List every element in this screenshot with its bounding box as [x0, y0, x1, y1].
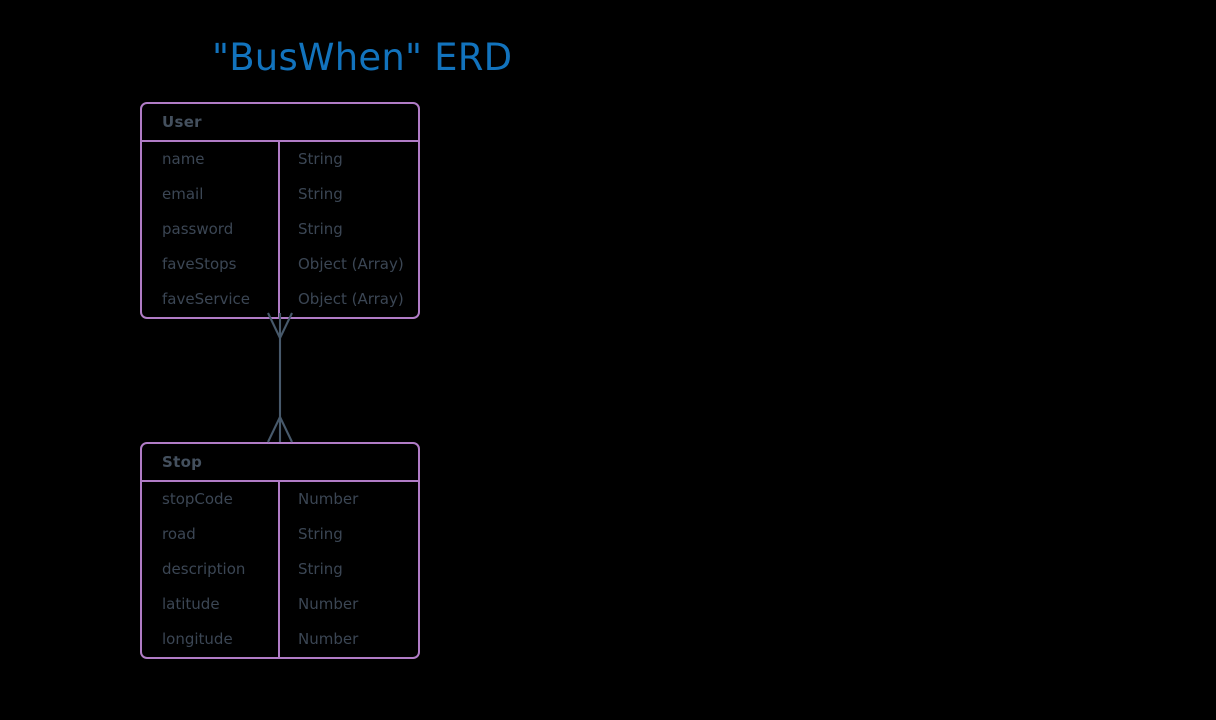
- attribute-row: stopCode Number: [142, 482, 418, 517]
- entity-stop-attributes: stopCode Number road String description …: [142, 482, 418, 657]
- attribute-type: Number: [298, 595, 359, 613]
- attribute-row: longitude Number: [142, 622, 418, 657]
- attribute-type: Number: [298, 630, 359, 648]
- attribute-row: faveStops Object (Array): [142, 247, 418, 282]
- entity-stop-name: Stop: [162, 453, 203, 471]
- diagram-title: "BusWhen" ERD: [212, 36, 513, 79]
- entity-user-header: User: [142, 104, 418, 142]
- entity-user-name: User: [162, 113, 202, 131]
- entity-user[interactable]: User name String email String password S…: [140, 102, 420, 319]
- attribute-type: String: [298, 185, 343, 203]
- attribute-type: Number: [298, 490, 359, 508]
- attribute-name: email: [142, 177, 280, 212]
- attribute-row: latitude Number: [142, 587, 418, 622]
- attribute-name: faveService: [142, 282, 280, 317]
- entity-user-attributes: name String email String password String…: [142, 142, 418, 317]
- entity-stop-header: Stop: [142, 444, 418, 482]
- attribute-type: Object (Array): [298, 290, 404, 308]
- attribute-type: String: [298, 525, 343, 543]
- crows-foot-many-stop: [267, 416, 293, 443]
- attribute-row: road String: [142, 517, 418, 552]
- attribute-row: faveService Object (Array): [142, 282, 418, 317]
- attribute-type: String: [298, 150, 343, 168]
- relationship-user-stop: [267, 312, 293, 443]
- attribute-row: email String: [142, 177, 418, 212]
- attribute-type: String: [298, 220, 343, 238]
- attribute-type: String: [298, 560, 343, 578]
- entity-stop[interactable]: Stop stopCode Number road String descrip…: [140, 442, 420, 659]
- attribute-name: latitude: [142, 587, 280, 622]
- attribute-name: name: [142, 142, 280, 177]
- attribute-row: description String: [142, 552, 418, 587]
- attribute-name: stopCode: [142, 482, 280, 517]
- attribute-name: password: [142, 212, 280, 247]
- attribute-name: faveStops: [142, 247, 280, 282]
- attribute-row: name String: [142, 142, 418, 177]
- attribute-row: password String: [142, 212, 418, 247]
- attribute-name: road: [142, 517, 280, 552]
- attribute-type: Object (Array): [298, 255, 404, 273]
- attribute-name: description: [142, 552, 280, 587]
- attribute-name: longitude: [142, 622, 280, 657]
